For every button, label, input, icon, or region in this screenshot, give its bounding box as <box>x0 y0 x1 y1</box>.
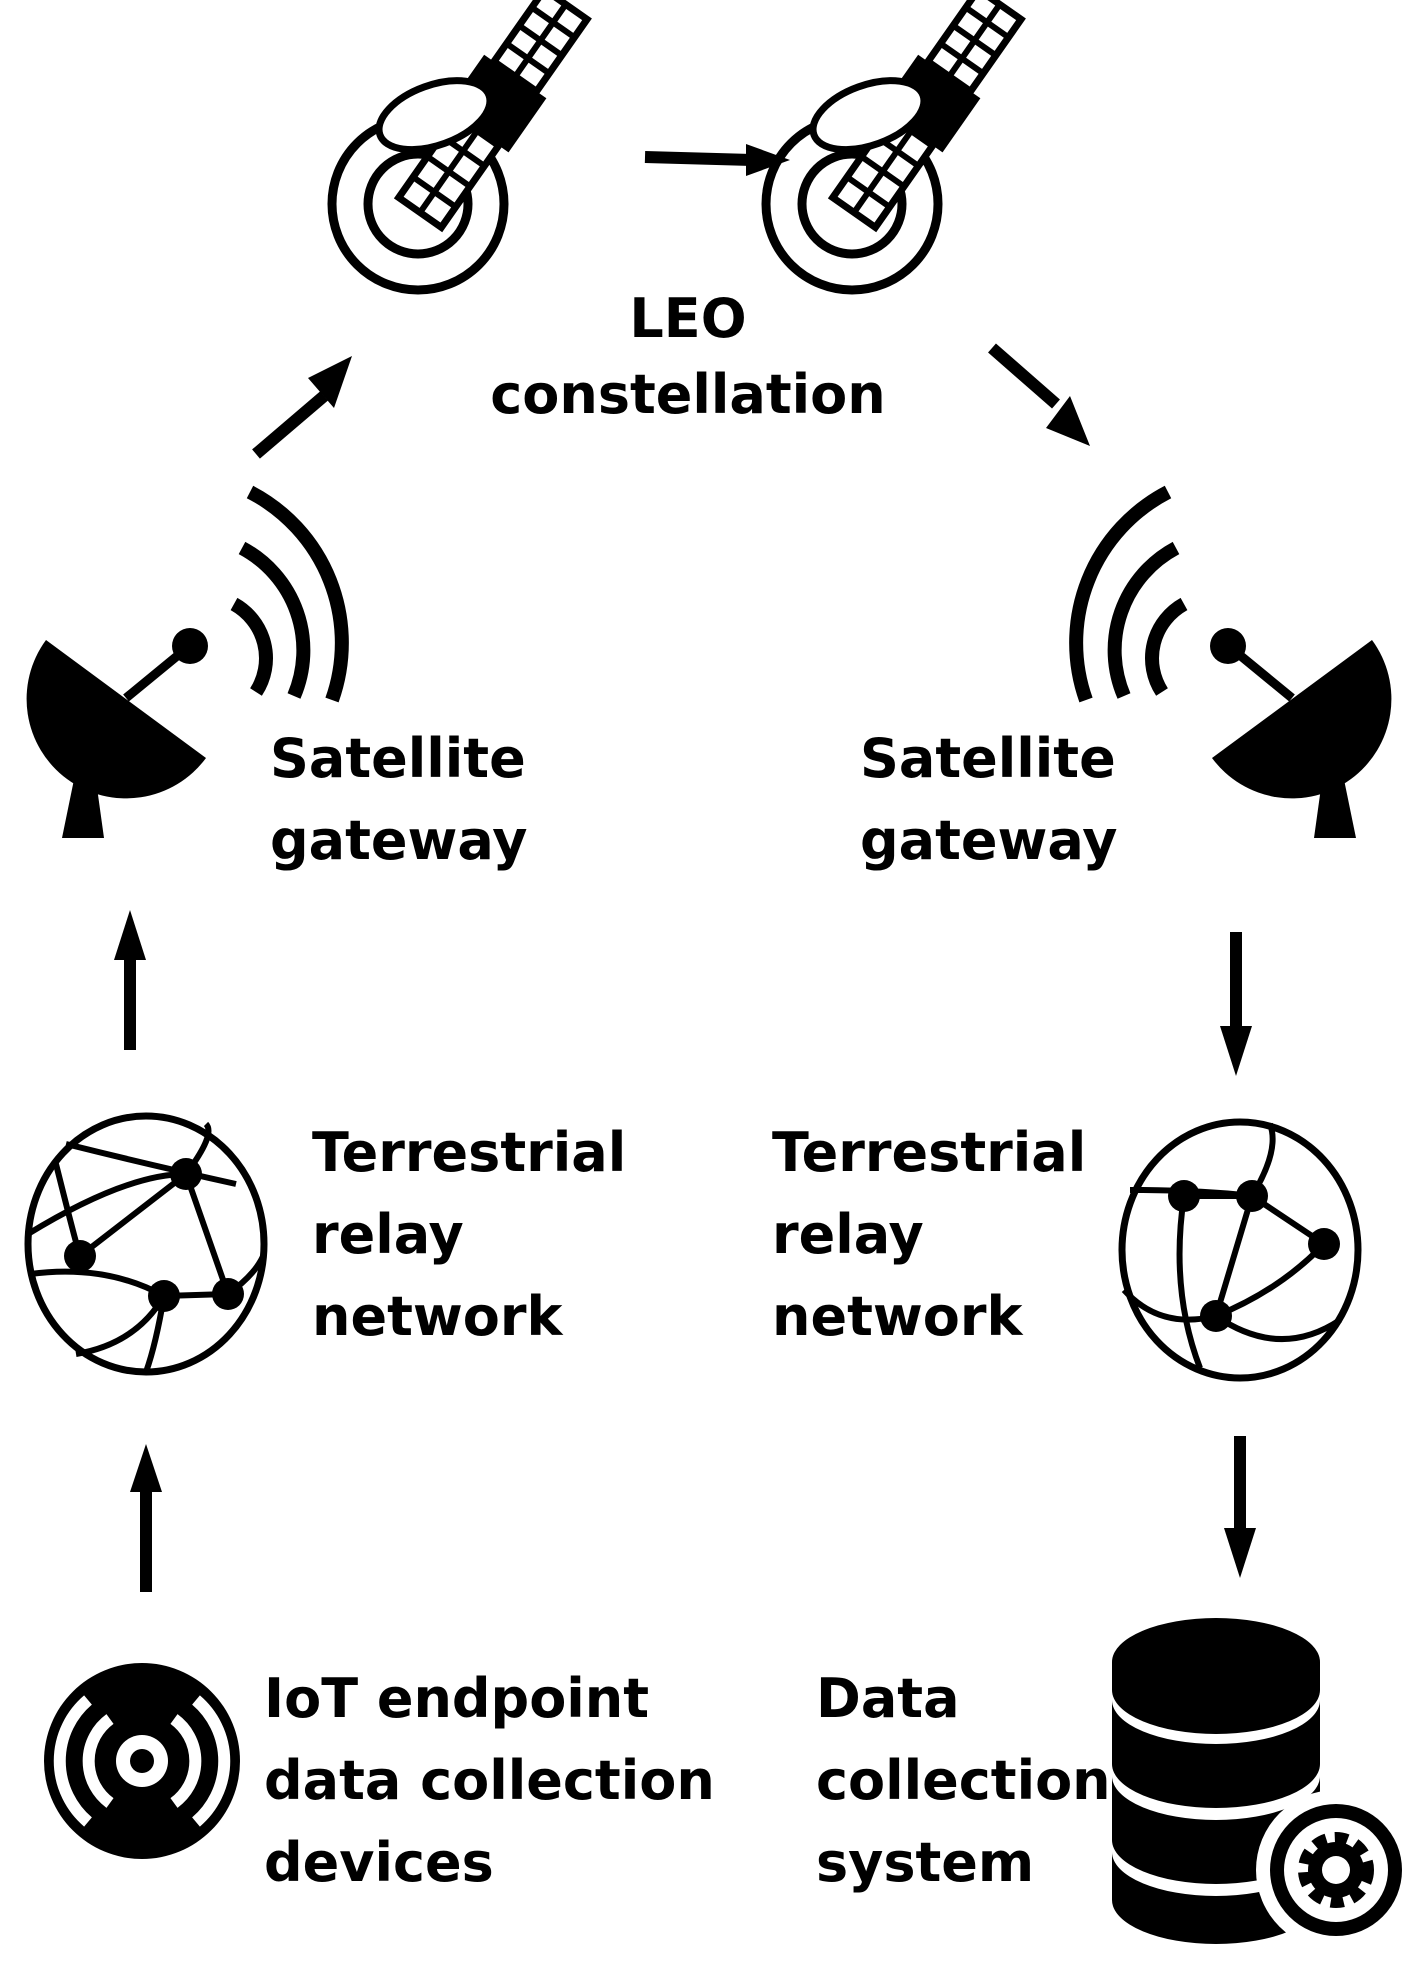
arrow-icon-up-right <box>252 356 352 459</box>
label-line: Terrestrial <box>312 1121 627 1184</box>
label-line: network <box>312 1285 563 1348</box>
label-line: LEO <box>629 287 747 350</box>
label-line: collection <box>816 1749 1111 1812</box>
satellite-icon-left <box>332 0 597 290</box>
arrow-icon-gateway-left <box>114 910 146 1050</box>
network-globe-icon-left <box>28 1116 264 1372</box>
label-line: IoT endpoint <box>264 1667 650 1730</box>
label-line: Satellite <box>270 727 526 790</box>
arrow-icon-leo <box>644 144 790 176</box>
arrow-icon-down-right <box>988 343 1090 446</box>
label-line: Data <box>816 1667 960 1730</box>
arrow-icon-relay-right <box>1224 1436 1256 1578</box>
label-line: gateway <box>270 809 528 872</box>
label-line: gateway <box>860 809 1118 872</box>
arrow-icon-relay-left <box>130 1444 162 1592</box>
satellite-icon-right <box>766 0 1031 290</box>
satellite-dish-icon-right <box>1076 492 1391 838</box>
satellite-gateway-right-label: Satellite gateway <box>860 718 1117 882</box>
label-line: Satellite <box>860 727 1116 790</box>
arrow-icon-gateway-right <box>1220 932 1252 1076</box>
label-line: Terrestrial <box>772 1121 1087 1184</box>
iot-sensor-icon <box>44 1663 240 1859</box>
terrestrial-relay-left-label: Terrestrial relay network <box>312 1112 626 1358</box>
database-gear-icon <box>1112 1618 1416 1950</box>
terrestrial-relay-right-label: Terrestrial relay network <box>772 1112 1086 1358</box>
label-line: data collection <box>264 1749 715 1812</box>
label-line: devices <box>264 1831 494 1894</box>
label-line: network <box>772 1285 1023 1348</box>
data-collection-system-label: Data collection system <box>816 1658 1111 1904</box>
label-line: relay <box>772 1203 924 1266</box>
label-line: system <box>816 1831 1035 1894</box>
iot-endpoint-label: IoT endpoint data collection devices <box>264 1658 715 1904</box>
satellite-gateway-left-label: Satellite gateway <box>270 718 527 882</box>
label-line: constellation <box>490 363 886 426</box>
leo-constellation-label: LEO constellation <box>488 278 888 436</box>
network-globe-icon-right <box>1122 1122 1358 1378</box>
label-line: relay <box>312 1203 464 1266</box>
